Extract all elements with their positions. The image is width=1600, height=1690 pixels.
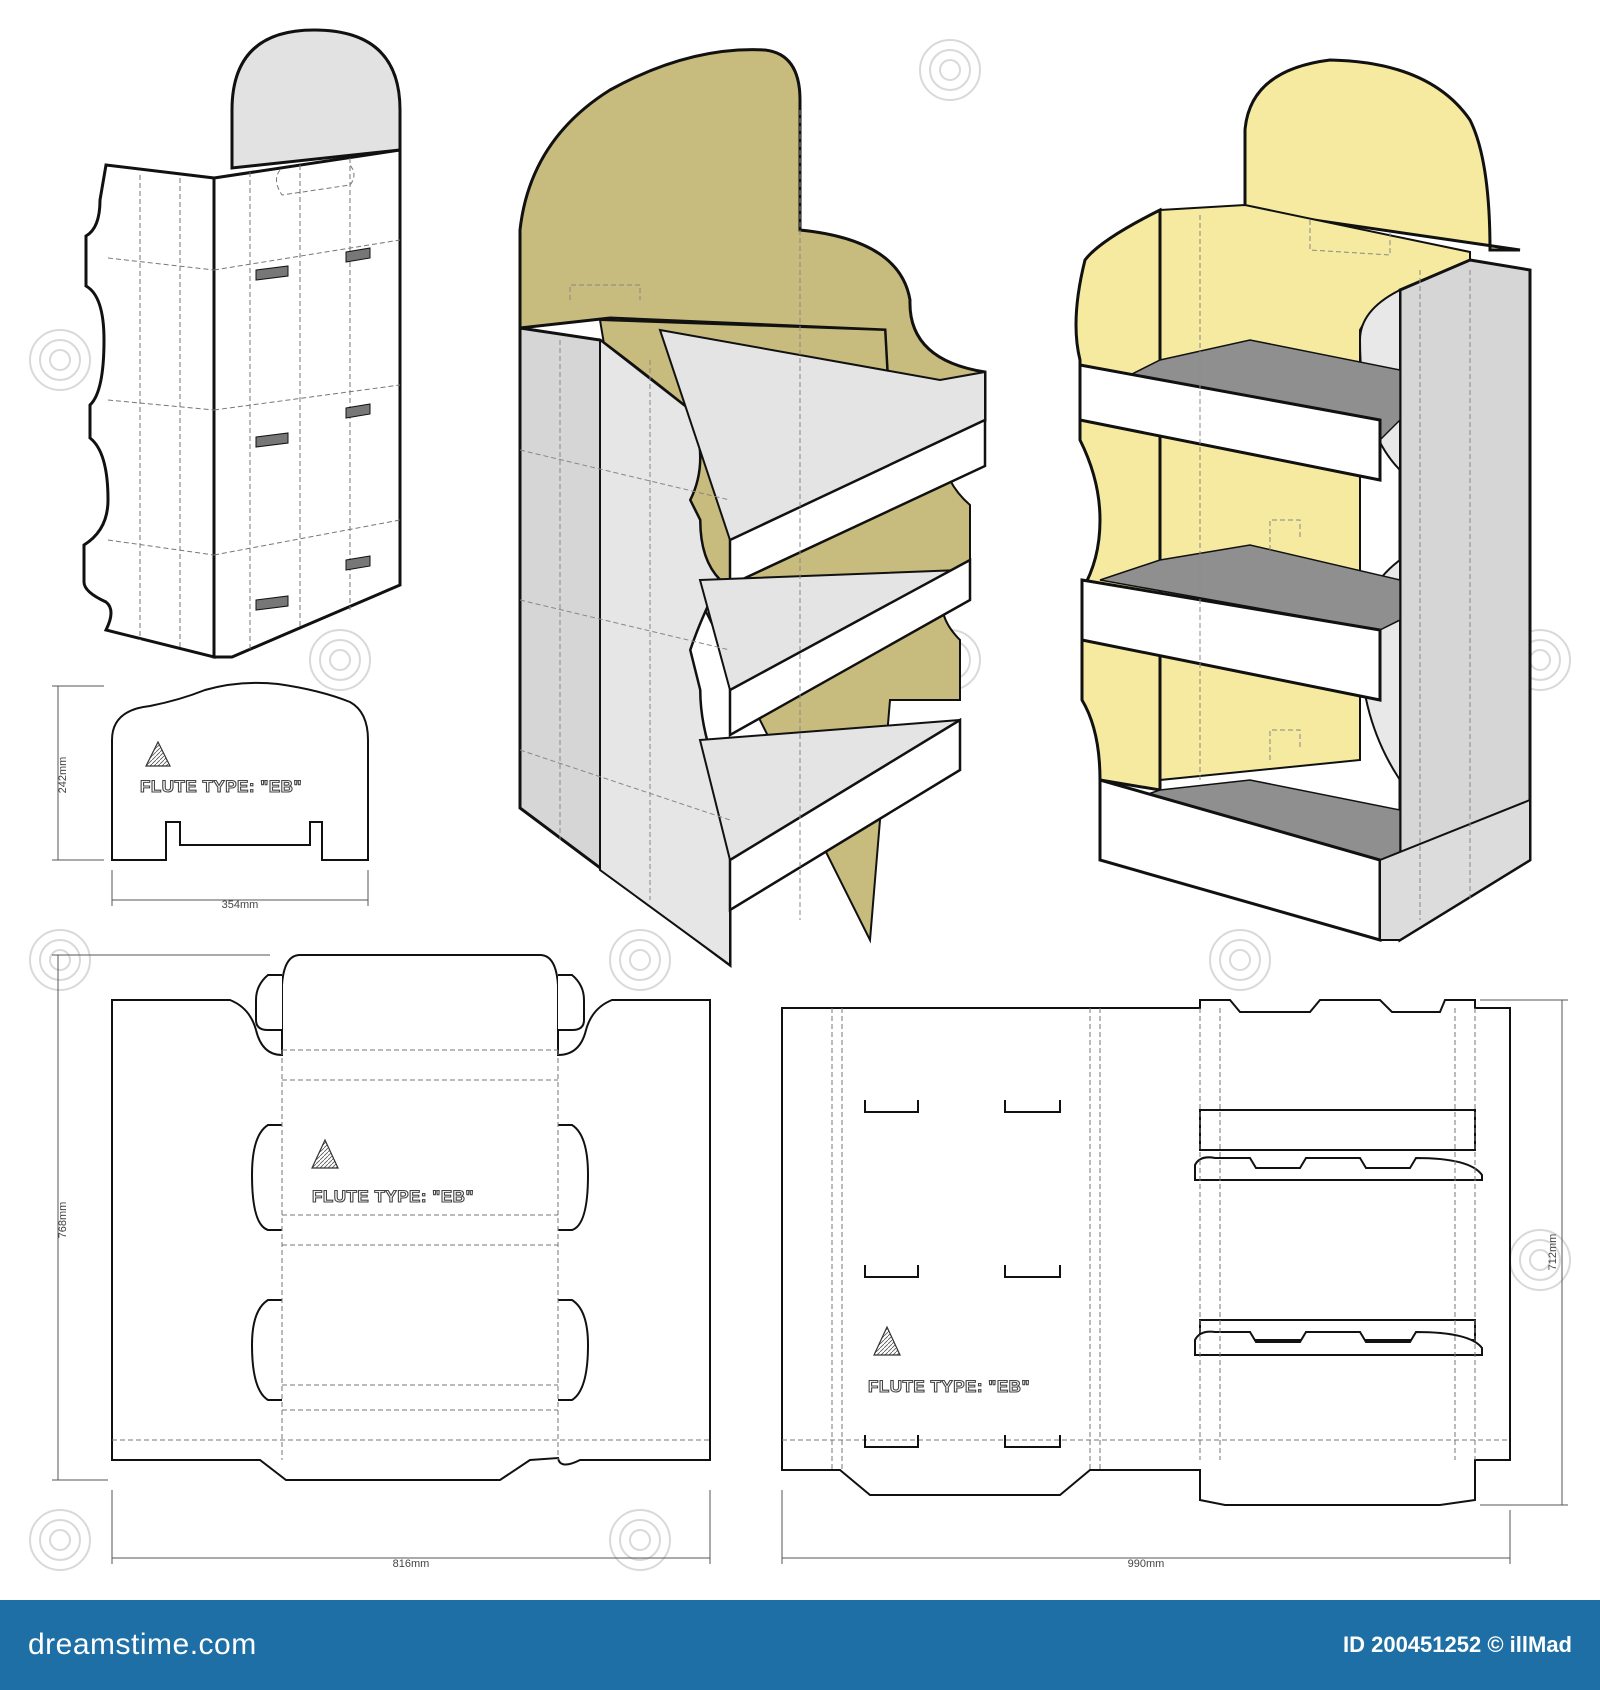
stand-front-view-yellow bbox=[1074, 58, 1532, 943]
yellow-fold-lines bbox=[1199, 215, 1471, 920]
header-flute-marker-icon bbox=[145, 740, 171, 767]
footer-credit: ID 200451252 © illMad bbox=[1342, 1632, 1572, 1657]
back-panel-fold-lines bbox=[782, 1008, 1510, 1470]
header-flute-label: FLUTE TYPE: "EB" bbox=[140, 777, 302, 796]
back-panel-flute-label: FLUTE TYPE: "EB" bbox=[868, 1377, 1030, 1396]
khaki-shelves bbox=[658, 328, 987, 913]
header-width-dimension-line bbox=[111, 870, 369, 906]
side-panel-width-label: 816mm bbox=[393, 1558, 430, 1570]
yellow-shelves bbox=[1078, 339, 1531, 942]
header-outline bbox=[111, 681, 369, 861]
side-panel-flaps bbox=[250, 974, 590, 1401]
side-panel-flute-marker-icon bbox=[311, 1138, 339, 1169]
footer-bar: dreamstime.com ID 200451252 © illMad bbox=[0, 1600, 1600, 1690]
side-panel-outline bbox=[111, 954, 711, 1481]
back-panel-dieline: FLUTE TYPE: "EB" 712mm 990mm bbox=[781, 999, 1568, 1570]
yellow-header bbox=[1243, 58, 1521, 252]
back-panel-width-label: 990mm bbox=[1128, 1558, 1165, 1570]
back-panel-shelf-tabs bbox=[1194, 1109, 1483, 1356]
stand-back-view bbox=[82, 28, 402, 659]
khaki-header-and-back bbox=[518, 48, 987, 422]
back-fold-lines bbox=[107, 158, 401, 650]
side-panel-width-dimension-line bbox=[111, 1490, 711, 1564]
side-panel-height-label: 768mm bbox=[57, 1202, 69, 1239]
header-width-label: 354mm bbox=[222, 899, 259, 911]
back-slot-cutouts bbox=[255, 247, 371, 611]
side-panel-flute-label: FLUTE TYPE: "EB" bbox=[312, 1187, 474, 1206]
header-dieline: FLUTE TYPE: "EB" 242mm 354mm bbox=[52, 681, 369, 911]
back-panel-height-dimension-line bbox=[1480, 999, 1568, 1506]
side-panel-fold-lines bbox=[112, 1049, 710, 1460]
back-main-panel bbox=[212, 148, 402, 659]
back-panel-flute-marker-icon bbox=[873, 1325, 901, 1356]
back-side-panel bbox=[82, 163, 216, 659]
back-header-panel bbox=[230, 28, 402, 170]
header-height-label: 242mm bbox=[57, 757, 69, 794]
khaki-fold-lines bbox=[519, 110, 801, 920]
side-panel-height-dimension-line bbox=[52, 954, 270, 1481]
dieline-drawing: FLUTE TYPE: "EB" 242mm 354mm bbox=[29, 28, 1571, 1571]
side-panel-dieline: FLUTE TYPE: "EB" 768mm 816mm bbox=[52, 954, 711, 1570]
back-panel-width-dimension-line bbox=[781, 1490, 1511, 1564]
back-panel-height-label: 712mm bbox=[1547, 1234, 1559, 1271]
back-panel-slot-cutouts bbox=[864, 1100, 1061, 1448]
stand-front-view-khaki bbox=[518, 48, 987, 968]
yellow-left-wing bbox=[1074, 207, 1162, 792]
footer-brand[interactable]: dreamstime.com bbox=[28, 1628, 257, 1661]
header-height-dimension-line bbox=[52, 685, 104, 861]
back-panel-outline bbox=[781, 999, 1511, 1506]
